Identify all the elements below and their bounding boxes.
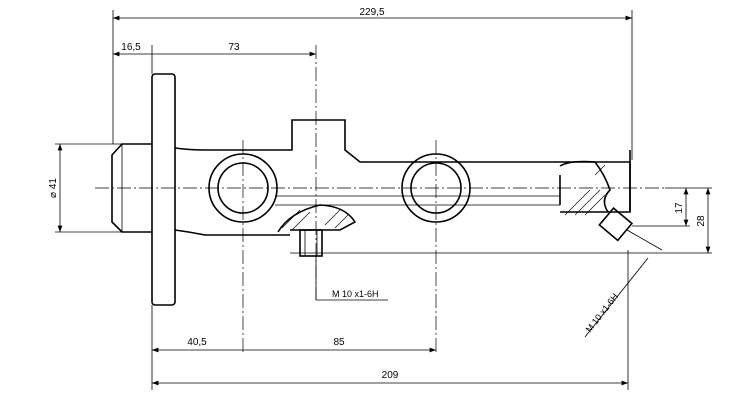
thread-label-left: M 10 x1-6H: [332, 289, 379, 299]
dim-overall-length: 229,5: [359, 7, 384, 18]
dim-body-length: 209: [382, 370, 399, 381]
dim-bore1-offset: 40,5: [187, 337, 207, 348]
centerlines: [95, 45, 665, 355]
dim-nozzle-diameter: ⌀ 41: [48, 178, 59, 198]
dimension-lines: [55, 10, 712, 390]
dim-flange-offset: 16,5: [121, 42, 141, 53]
dim-bore-spacing: 85: [333, 337, 345, 348]
part-outline: [111, 73, 634, 306]
dim-28: 28: [696, 215, 707, 227]
dim-port-offset: 73: [228, 42, 240, 53]
dim-17: 17: [674, 202, 685, 214]
thread-label-right: M 10 x1-6H: [584, 291, 621, 334]
